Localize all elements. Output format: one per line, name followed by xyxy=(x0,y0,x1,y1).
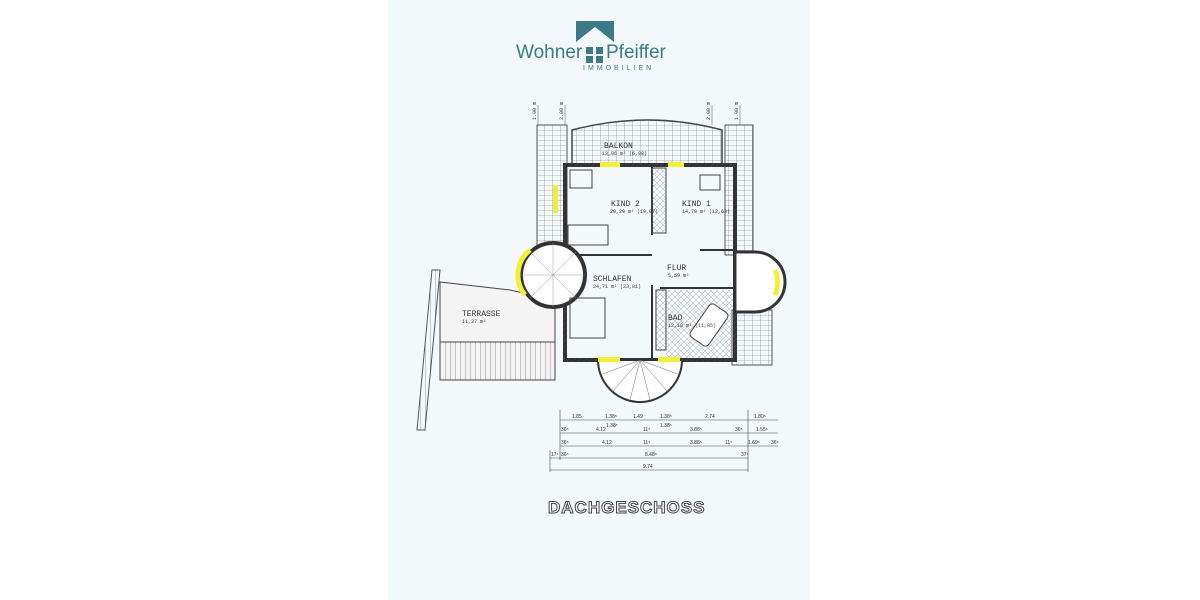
room-area-kind2: 20,29 m² (19,07) xyxy=(610,209,658,215)
dimension-row-2: 36⁵ 4.12 1.38⁵ 11⁵ 1.38⁵ 3.88⁵ 36⁵ 1.55⁵ xyxy=(561,423,768,433)
dimension-value: 3.88⁵ xyxy=(690,440,702,446)
roof-bottom-right xyxy=(731,309,773,366)
dimension-value: 17⁵ xyxy=(551,452,559,458)
dimension-value: 1.49 xyxy=(633,414,643,420)
floor-title: DACHGESCHOSS xyxy=(547,498,706,518)
room-area-balkon: 13,96 m² (6,98) xyxy=(602,151,647,157)
dimension-value: 1.55⁵ xyxy=(756,427,768,433)
logo-word-left: Wohner xyxy=(516,42,583,63)
room-area-bad: 12,18 m² (11,85) xyxy=(668,323,716,329)
room-area-schlafen: 24,71 m² (23,81) xyxy=(593,284,641,290)
dimension-value: 4.12 xyxy=(596,427,606,433)
logo-word-right: Pfeiffer xyxy=(606,42,666,63)
room-area-kind1: 14,79 m² (12,63) xyxy=(682,209,730,215)
balcony xyxy=(571,119,723,166)
dimension-value: 1.80⁵ xyxy=(754,414,766,420)
dimension-row-1: 1.85 1.38⁵ 1.49 1.38⁵ 2.74 1.80⁵ xyxy=(572,414,766,420)
room-label-kind2: KIND 2 xyxy=(611,200,640,209)
highlight-marks xyxy=(553,162,684,362)
dimension-value: 3.88⁵ xyxy=(690,427,702,433)
dimension-value: 1.38⁵ xyxy=(606,423,618,429)
room-label-balkon: BALKON xyxy=(604,142,633,151)
dimension-value: 36⁵ xyxy=(561,440,569,446)
roof-right xyxy=(724,124,754,256)
height-mark: 1.00 m xyxy=(532,102,538,120)
room-area-flur: 5,59 m² xyxy=(668,273,689,279)
room-label-flur: FLUR xyxy=(667,264,686,273)
roof-left xyxy=(536,124,568,246)
dimension-row-4: 17⁵ 36⁵ 8.48⁵ 37⁵ xyxy=(551,452,749,458)
height-mark: 2.00 m xyxy=(706,102,712,120)
dimension-total: 9.74 xyxy=(643,464,653,470)
dimension-value: 36⁵ xyxy=(771,440,779,446)
dimension-value: 36⁵ xyxy=(735,427,743,433)
dimension-row-3: 36⁵ 4.12 11⁵ 3.88⁵ 11⁵ 1.69⁵ 36⁵ xyxy=(561,440,779,446)
dimension-value: 1.69⁵ xyxy=(748,440,760,446)
spiral-stair-right xyxy=(733,250,787,314)
room-label-bad: BAD xyxy=(668,314,683,323)
dimension-value: 1.38⁵ xyxy=(605,414,617,420)
dimension-value: 1.85 xyxy=(572,414,582,420)
room-label-terrasse: TERRASSE xyxy=(462,310,501,319)
spiral-stair-bottom xyxy=(596,359,684,403)
room-label-schlafen: SCHLAFEN xyxy=(593,275,632,284)
height-mark: 1.00 m xyxy=(734,102,740,120)
dimension-value: 36⁵ xyxy=(561,427,569,433)
dimension-value: 36⁵ xyxy=(561,452,569,458)
dimension-value: 37⁵ xyxy=(741,452,749,458)
logo-subtitle: IMMOBILIEN xyxy=(583,65,655,72)
dimension-value: 8.48⁵ xyxy=(645,452,657,458)
dimension-value: 11⁵ xyxy=(643,427,650,433)
logo-house-icon xyxy=(576,21,614,63)
dimension-value: 1.38⁵ xyxy=(660,414,672,420)
room-area-terrasse: 11,37 m² xyxy=(462,319,486,325)
dimension-value: 4.12 xyxy=(602,440,612,446)
dimension-value: 2.74 xyxy=(705,414,715,420)
dimension-value: 11⁵ xyxy=(643,440,650,446)
dimension-value: 11⁵ xyxy=(725,440,732,446)
room-label-kind1: KIND 1 xyxy=(682,200,711,209)
height-mark: 2.00 m xyxy=(559,102,565,120)
dimension-value: 1.38⁵ xyxy=(660,423,672,429)
